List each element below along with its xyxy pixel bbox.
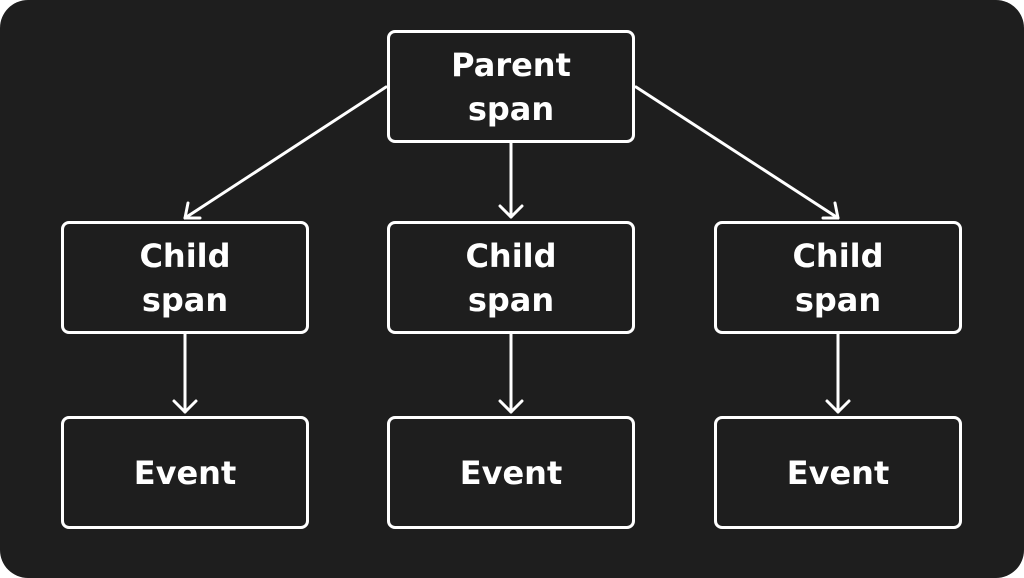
parent-span-label-line2: span xyxy=(467,89,555,128)
arrow-parent-to-child-2 xyxy=(498,141,524,219)
event-label: Event xyxy=(133,453,237,492)
arrow-child-2-to-event-2 xyxy=(498,332,524,414)
child-span-label-line1: Child xyxy=(139,236,231,275)
arrow-child-3-to-event-3 xyxy=(825,332,851,414)
child-span-label-line2: span xyxy=(794,280,882,319)
arrow-parent-to-child-1 xyxy=(183,85,388,220)
arrow-child-1-to-event-1 xyxy=(172,332,198,414)
arrow-parent-to-child-3 xyxy=(634,85,840,220)
child-span-node-2: Child span xyxy=(387,221,635,334)
event-label: Event xyxy=(786,453,890,492)
event-node-2: Event xyxy=(387,416,635,529)
child-span-label-line1: Child xyxy=(792,236,884,275)
child-span-node-3: Child span xyxy=(714,221,962,334)
parent-span-node: Parent span xyxy=(387,30,635,143)
child-span-label-line1: Child xyxy=(465,236,557,275)
parent-span-label-line1: Parent xyxy=(451,45,571,84)
child-span-node-1: Child span xyxy=(61,221,309,334)
event-node-1: Event xyxy=(61,416,309,529)
child-span-label-line2: span xyxy=(141,280,229,319)
child-span-label-line2: span xyxy=(467,280,555,319)
event-label: Event xyxy=(459,453,563,492)
event-node-3: Event xyxy=(714,416,962,529)
